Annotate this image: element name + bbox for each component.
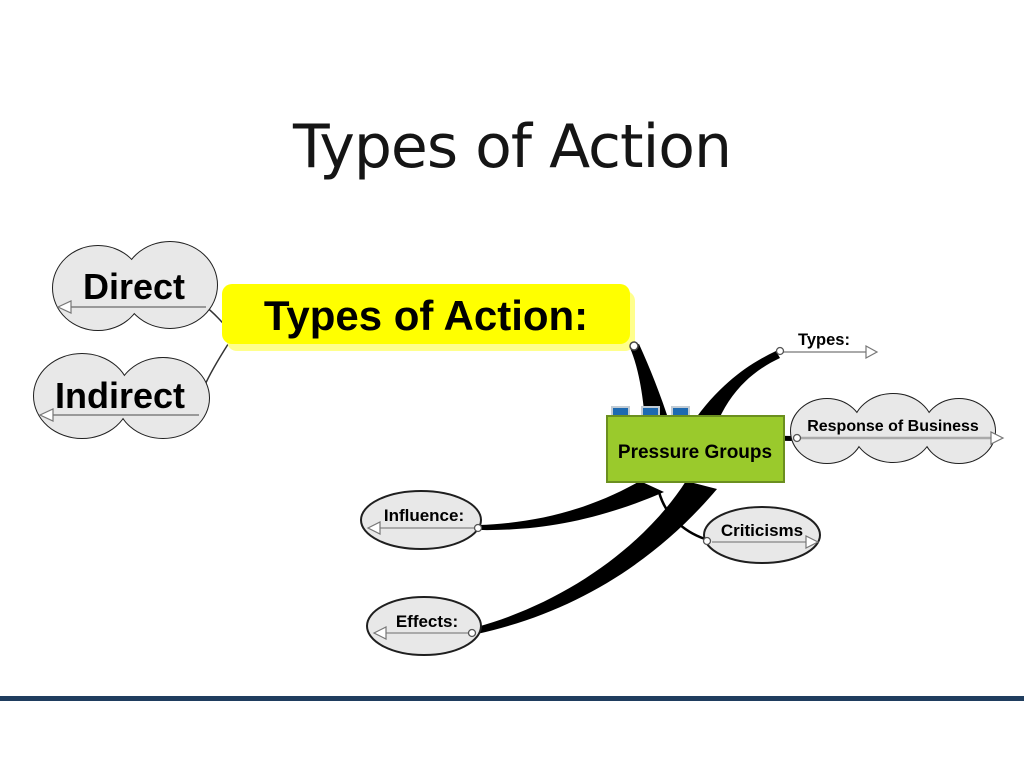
connector-dot xyxy=(473,523,483,533)
cloud-lobe-fill xyxy=(117,358,209,438)
connector-dot xyxy=(792,433,802,443)
cloud-lobe-fill xyxy=(853,394,933,462)
connector-dot xyxy=(702,536,712,546)
direct-text: Direct xyxy=(83,266,185,307)
left-arrowhead-icon xyxy=(38,408,54,422)
link-main-to-indirect xyxy=(203,337,233,388)
node-response-of-business: Response of Business xyxy=(790,393,1005,464)
cloud-lobe-fill xyxy=(34,354,130,438)
criticisms-text: Criticisms xyxy=(721,521,803,540)
node-influence: Influence: xyxy=(360,490,483,550)
indirect-text: Indirect xyxy=(55,375,185,416)
node-types: Types: xyxy=(775,331,879,360)
node-indirect: Indirect xyxy=(33,353,210,439)
slide-title: Types of Action xyxy=(293,112,732,182)
node-direct: Direct xyxy=(52,241,218,331)
branch-to-effects xyxy=(477,481,717,634)
influence-text: Influence: xyxy=(384,506,464,525)
effects-text: Effects: xyxy=(396,612,458,631)
cloud-lobe xyxy=(366,596,482,656)
node-criticisms: Criticisms xyxy=(702,506,821,564)
types-text: Types: xyxy=(798,331,850,349)
left-arrowhead-icon xyxy=(56,300,72,314)
right-arrowhead-icon xyxy=(990,431,1005,445)
branches xyxy=(477,344,794,634)
cloud-lobe-fill xyxy=(923,399,995,463)
branch-to-criticisms xyxy=(657,491,706,541)
cloud-lobe-fill xyxy=(791,399,863,463)
cloud-lobe xyxy=(703,506,821,564)
footer-rule xyxy=(0,696,1024,701)
connector-dot xyxy=(467,628,477,638)
main-topic-text: Types of Action: xyxy=(264,292,588,339)
main-topic-highlight xyxy=(222,284,630,344)
left-arrowhead-icon xyxy=(366,521,381,535)
root-box xyxy=(606,415,785,483)
cloud-lobe xyxy=(360,490,482,550)
branch-to-influence xyxy=(479,481,664,531)
main-topic-label: Types of Action: xyxy=(222,284,639,351)
root-node: Pressure Groups xyxy=(606,406,785,483)
connector-dot xyxy=(775,346,785,356)
branch-to-types xyxy=(693,351,780,426)
right-arrowhead-icon xyxy=(865,344,879,360)
connector-dot xyxy=(629,341,639,351)
node-effects: Effects: xyxy=(366,596,482,656)
root-text: Pressure Groups xyxy=(618,442,772,463)
cloud-lobe-fill xyxy=(53,246,143,330)
response-text: Response of Business xyxy=(807,418,979,435)
branch-to-main-topic xyxy=(630,344,670,424)
right-arrowhead-icon xyxy=(805,535,820,549)
left-arrowhead-icon xyxy=(372,626,387,640)
